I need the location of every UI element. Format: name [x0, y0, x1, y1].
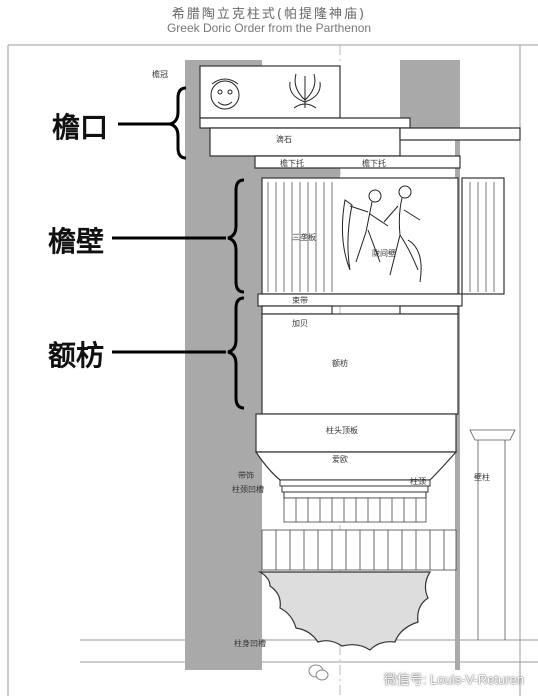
- label-metope: 陇间壁: [372, 248, 396, 258]
- label-taenia: 束带: [292, 296, 308, 305]
- label-echinus: 爱欧: [332, 454, 348, 464]
- label-abacus: 柱头顶板: [326, 425, 358, 435]
- callout-leaders: [112, 122, 226, 354]
- frieze: [261, 177, 505, 295]
- callout-architrave: 额枋: [48, 339, 105, 372]
- annulets: [279, 479, 431, 499]
- label-hypotrachelion: 柱颈: [410, 476, 426, 486]
- column-plan: [257, 571, 432, 651]
- shaft-section: [261, 529, 457, 571]
- metope-sculpture: [341, 185, 422, 283]
- anthemion-ornament: [289, 73, 321, 109]
- watermark: 微信号: Louis-V-Returen: [383, 672, 524, 687]
- label-mutule-right: 檐下托: [362, 158, 386, 168]
- architrave: [261, 313, 459, 415]
- right-column-detail: [469, 429, 516, 640]
- label-regula: 加贝: [292, 318, 308, 328]
- taenia: [257, 293, 463, 315]
- echinus: [254, 451, 458, 481]
- label-corona: 滴石: [276, 134, 292, 144]
- wechat-icon: [308, 664, 329, 681]
- triglyph-flutes: [267, 182, 495, 292]
- label-necking: 柱颈凹槽: [232, 484, 264, 494]
- label-triglyph: 三垄板: [292, 232, 316, 242]
- abacus: [255, 413, 457, 453]
- label-shaft-right: 壁柱: [474, 472, 490, 482]
- label-mutule-left: 檐下托: [280, 158, 304, 168]
- title-chinese: 希腊陶立克柱式(帕提隆神庙): [171, 7, 367, 22]
- callout-frieze: 檐壁: [48, 225, 105, 258]
- callout-cornice: 檐口: [52, 111, 109, 144]
- necking: [283, 497, 427, 523]
- title-english: Greek Doric Order from the Parthenon: [166, 21, 372, 35]
- label-shaft-flute: 柱身凹槽: [234, 638, 266, 648]
- cornice: [199, 65, 521, 169]
- shadow-bands: [185, 60, 460, 670]
- label-cornice-top: 檐冠: [152, 69, 168, 79]
- label-architrave: 额枋: [332, 358, 348, 368]
- label-annulet: 带饰: [238, 470, 254, 480]
- lion-head-ornament: [210, 78, 240, 110]
